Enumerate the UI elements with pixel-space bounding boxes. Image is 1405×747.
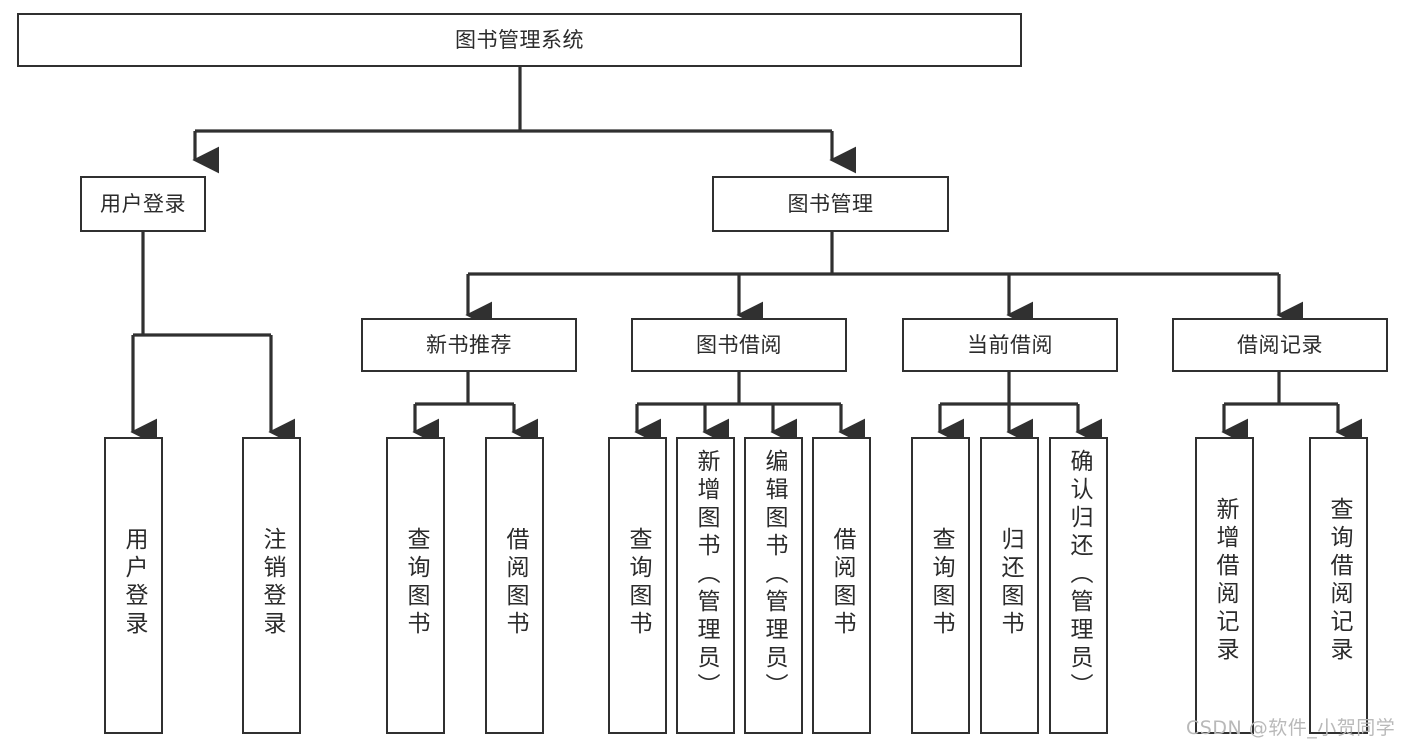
node-borrow-record[interactable]: 借阅记录 [1172, 318, 1388, 372]
node-root-system[interactable]: 图书管理系统 [17, 13, 1022, 67]
node-leaf-query-borrow-record[interactable]: 查询借阅记录 [1309, 437, 1368, 734]
node-leaf-query-book-1[interactable]: 查询图书 [386, 437, 445, 734]
node-label: 确认归还（管理员） [1066, 449, 1092, 701]
node-current-borrow[interactable]: 当前借阅 [902, 318, 1118, 372]
node-book-borrow[interactable]: 图书借阅 [631, 318, 847, 372]
node-leaf-edit-book[interactable]: 编辑图书（管理员） [744, 437, 803, 734]
node-label: 查询图书 [928, 527, 954, 639]
node-leaf-add-borrow-record[interactable]: 新增借阅记录 [1195, 437, 1254, 734]
node-label: 借阅图书 [502, 527, 528, 639]
node-leaf-logout-login[interactable]: 注销登录 [242, 437, 301, 734]
node-label: 用户登录 [100, 191, 186, 216]
node-leaf-query-book-3[interactable]: 查询图书 [911, 437, 970, 734]
node-label: 图书管理 [787, 191, 874, 216]
node-label: 新书推荐 [426, 332, 512, 357]
node-leaf-return-book[interactable]: 归还图书 [980, 437, 1039, 734]
node-new-book-recommend[interactable]: 新书推荐 [361, 318, 577, 372]
node-leaf-borrow-book-2[interactable]: 借阅图书 [812, 437, 871, 734]
csdn-watermark: CSDN @软件_小贺同学 [1186, 717, 1396, 739]
node-label: 新增图书（管理员） [693, 449, 719, 701]
node-label: 编辑图书（管理员） [761, 449, 787, 701]
node-leaf-confirm-return[interactable]: 确认归还（管理员） [1049, 437, 1108, 734]
node-label: 当前借阅 [967, 332, 1053, 357]
node-label: 查询图书 [403, 527, 429, 639]
node-label: 查询图书 [625, 527, 651, 639]
node-leaf-borrow-book-1[interactable]: 借阅图书 [485, 437, 544, 734]
node-label: 借阅记录 [1237, 332, 1323, 357]
node-label: 借阅图书 [829, 527, 855, 639]
node-leaf-query-book-2[interactable]: 查询图书 [608, 437, 667, 734]
node-label: 图书管理系统 [455, 27, 584, 52]
node-label: 新增借阅记录 [1212, 497, 1238, 665]
node-label: 注销登录 [259, 527, 285, 639]
node-label: 查询借阅记录 [1326, 497, 1352, 665]
node-leaf-user-login[interactable]: 用户登录 [104, 437, 163, 734]
node-user-login[interactable]: 用户登录 [80, 176, 206, 232]
node-label: 归还图书 [997, 527, 1023, 639]
node-book-manage[interactable]: 图书管理 [712, 176, 949, 232]
node-label: 用户登录 [121, 527, 147, 639]
node-label: 图书借阅 [696, 332, 782, 357]
node-leaf-add-book[interactable]: 新增图书（管理员） [676, 437, 735, 734]
